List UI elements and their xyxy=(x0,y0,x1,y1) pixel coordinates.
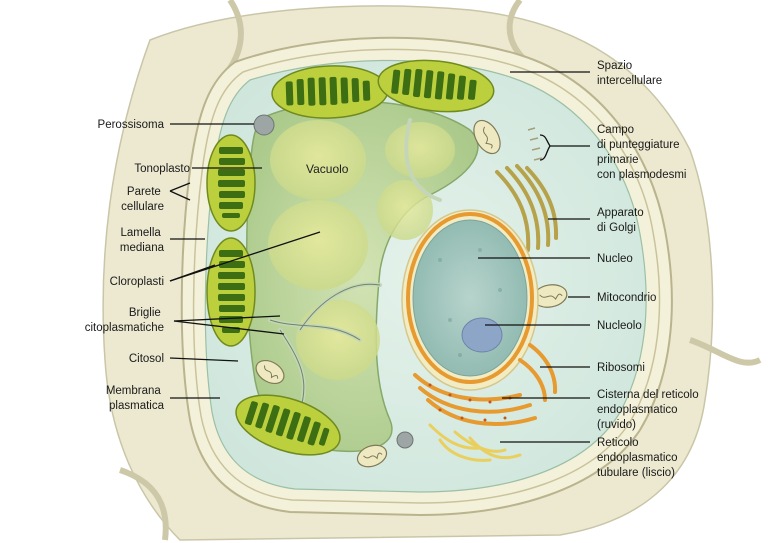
label-apparato-golgi: Apparato di Golgi xyxy=(597,207,647,234)
label-campo-punteggiature: Campo di punteggiature primarie con plas… xyxy=(597,124,686,181)
nucleus xyxy=(401,209,539,391)
label-reticolo-liscio: Reticolo endoplasmatico tubulare (liscio… xyxy=(597,437,681,479)
label-tonoplasto: Tonoplasto xyxy=(134,163,190,175)
label-vacuolo: Vacuolo xyxy=(306,162,349,176)
peroxisome-2 xyxy=(396,431,414,449)
leader-lines xyxy=(169,71,590,443)
label-cisterna-reticolo: Cisterna del reticolo endoplasmatico (ru… xyxy=(597,389,702,431)
mitochondria xyxy=(255,119,568,468)
plasmodesmata xyxy=(527,127,543,161)
label-cloroplasti: Cloroplasti xyxy=(110,276,164,288)
label-nucleolo: Nucleolo xyxy=(597,320,642,332)
peroxisome xyxy=(253,114,275,136)
label-nucleo: Nucleo xyxy=(597,253,633,265)
vacuole-blobs xyxy=(268,120,455,380)
smooth-er xyxy=(428,423,522,462)
label-membrana-plasmatica: Membrana plasmatica xyxy=(106,385,165,412)
label-lamella-mediana: Lamella mediana xyxy=(120,227,165,254)
golgi-apparatus xyxy=(495,164,559,252)
nucleolus xyxy=(461,317,503,353)
label-briglie-citoplasmatiche: Briglie citoplasmatiche xyxy=(85,307,164,334)
ribosomes xyxy=(428,383,512,422)
label-spazio-intercellulare: Spazio intercellulare xyxy=(597,60,662,87)
label-mitocondrio: Mitocondrio xyxy=(597,292,656,304)
label-ribosomi: Ribosomi xyxy=(597,362,645,374)
label-citosol: Citosol xyxy=(129,353,164,365)
label-parete-cellulare: Parete cellulare xyxy=(121,186,164,213)
label-perossisoma: Perossisoma xyxy=(98,119,165,131)
